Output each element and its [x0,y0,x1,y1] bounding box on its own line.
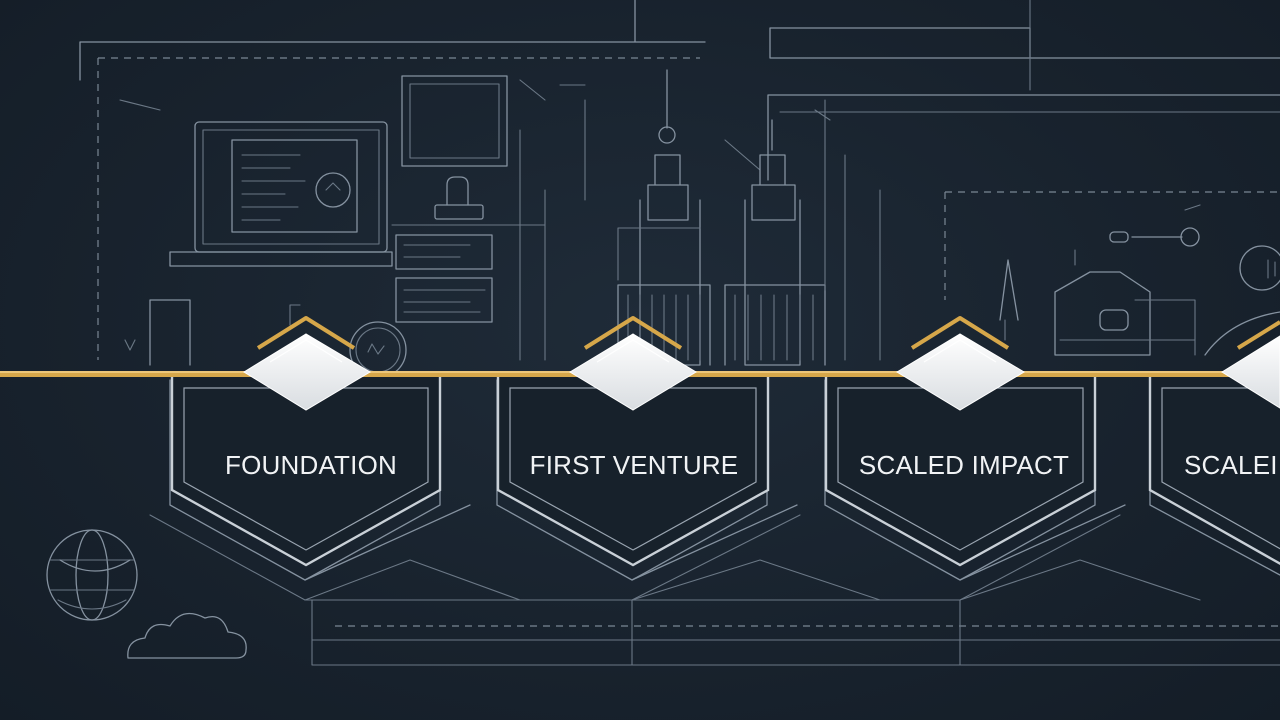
stage-label-scale-partial: SCALEI [1184,450,1278,480]
stage-label-first-venture: FIRST VENTURE [529,450,739,480]
cloud-icon [127,612,247,659]
diamond-node-icon [569,333,697,411]
picture-frame-icon [401,75,508,167]
gold-chevrons [256,316,1280,350]
stage-label-scaled-impact: SCALED IMPACT [858,450,1070,480]
diamond-node-icon [1221,335,1280,409]
globe-icon [46,529,138,621]
diamond-node-icon [896,333,1025,411]
diamond-node-icon [243,333,371,411]
posts [124,299,301,366]
monitor-icon [119,99,393,267]
chart-icon [999,204,1201,356]
lock-icon [391,176,546,323]
stage-label-foundation: FOUNDATION [225,450,397,480]
key-icon [1109,227,1280,356]
frame-lines [79,0,1280,361]
